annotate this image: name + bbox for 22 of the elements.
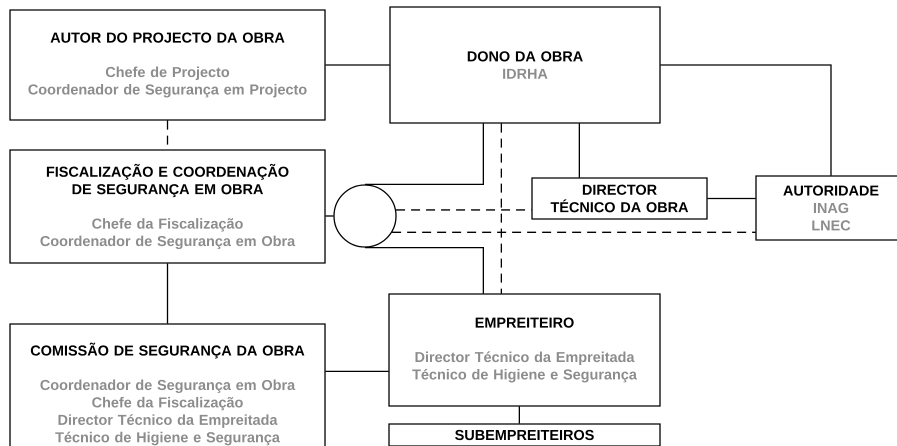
role-box: FISCALIZAÇÃO E COORDENAÇÃO DE SEGURANÇA EM OBRA Chefe da Fiscalização Coordenador de Segurança em Obra xyxy=(9,149,326,264)
role-box: DIRECTOR TÉCNICO DA OBRA xyxy=(531,177,708,220)
connector-line xyxy=(500,124,502,294)
connector-line xyxy=(365,124,484,185)
connector-line xyxy=(708,198,756,200)
connector-line xyxy=(326,64,390,66)
junction-circle xyxy=(333,184,397,248)
connector-line xyxy=(365,246,484,294)
role-box: DONO DA OBRA IDRHA xyxy=(389,6,661,124)
connector-line xyxy=(326,215,334,217)
role-box: SUBEMPREITEIROS xyxy=(388,423,661,446)
connector-line xyxy=(166,264,168,324)
connector-line xyxy=(326,370,388,372)
role-box: AUTORIDADE INAG LNEC xyxy=(755,175,897,241)
connector-line xyxy=(518,406,520,424)
role-box: COMISSÃO DE SEGURANÇA DA OBRA Coordenador de Segurança em Obra Chefe da Fiscalização Director Técnico da Empreitada Técnico de Higiene e Segurança xyxy=(9,323,326,446)
connector-line xyxy=(578,124,580,178)
connector-line xyxy=(396,209,532,211)
role-box: EMPREITEIRO Director Técnico da Empreitada Técnico de Higiene e Segurança xyxy=(388,293,661,407)
connector-line xyxy=(660,64,832,176)
connector-line xyxy=(392,232,756,233)
role-box: AUTOR DO PROJECTO DA OBRA Chefe de Projecto Coordenador de Segurança em Projecto xyxy=(9,9,326,121)
